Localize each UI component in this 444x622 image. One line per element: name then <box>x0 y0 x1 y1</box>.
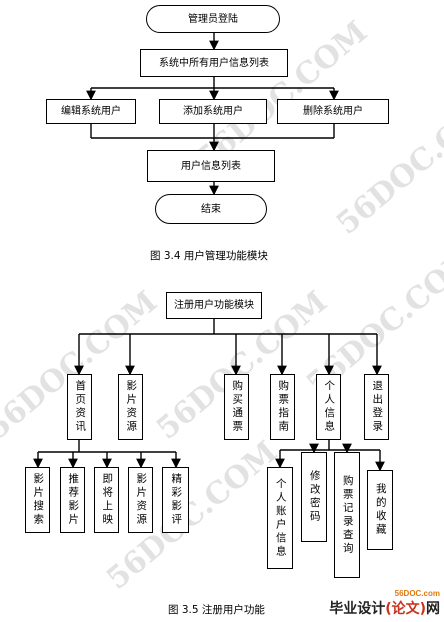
start-node-admin-login: 管理员登陆 <box>146 5 280 33</box>
submodule-my-favorites: 我的收藏 <box>367 470 393 550</box>
submodule-coming-soon: 即将上映 <box>94 467 119 533</box>
submodule-film-search: 影片搜索 <box>25 467 50 533</box>
module-logout: 退出登录 <box>364 374 389 440</box>
node-user-info-list: 用户信息列表 <box>147 150 275 182</box>
module-ticket-guide: 购票指南 <box>270 374 295 440</box>
module-film-resources: 影片资源 <box>118 374 143 440</box>
submodule-ticket-records: 购票记录查询 <box>334 452 360 578</box>
submodule-account-info: 个人账户信息 <box>267 467 293 569</box>
site-logo: 56DOC.com 毕业设计(论文)网 <box>329 589 440 618</box>
figure-3-5-caption: 图 3.5 注册用户功能 <box>168 604 265 616</box>
figure-3-4-caption: 图 3.4 用户管理功能模块 <box>150 250 268 262</box>
module-home-news: 首页资讯 <box>67 374 92 440</box>
node-delete-user: 删除系统用户 <box>277 99 389 124</box>
node-add-user: 添加系统用户 <box>159 99 267 124</box>
submodule-recommended-films: 推荐影片 <box>60 467 85 533</box>
logo-domain: 56DOC.com <box>394 589 440 598</box>
submodule-film-resources: 影片资源 <box>128 467 153 533</box>
submodule-change-password: 修改密码 <box>301 452 327 542</box>
node-edit-user: 编辑系统用户 <box>46 99 136 124</box>
submodule-featured-reviews: 精彩影评 <box>162 467 189 533</box>
module-buy-pass: 购买通票 <box>224 374 249 440</box>
node-all-users-list: 系统中所有用户信息列表 <box>140 49 288 77</box>
end-node: 结束 <box>155 194 267 224</box>
logo-brand: 毕业设计(论文)网 <box>329 601 440 617</box>
module-personal-info: 个人信息 <box>316 374 341 440</box>
root-registered-user-module: 注册用户功能模块 <box>166 292 262 319</box>
